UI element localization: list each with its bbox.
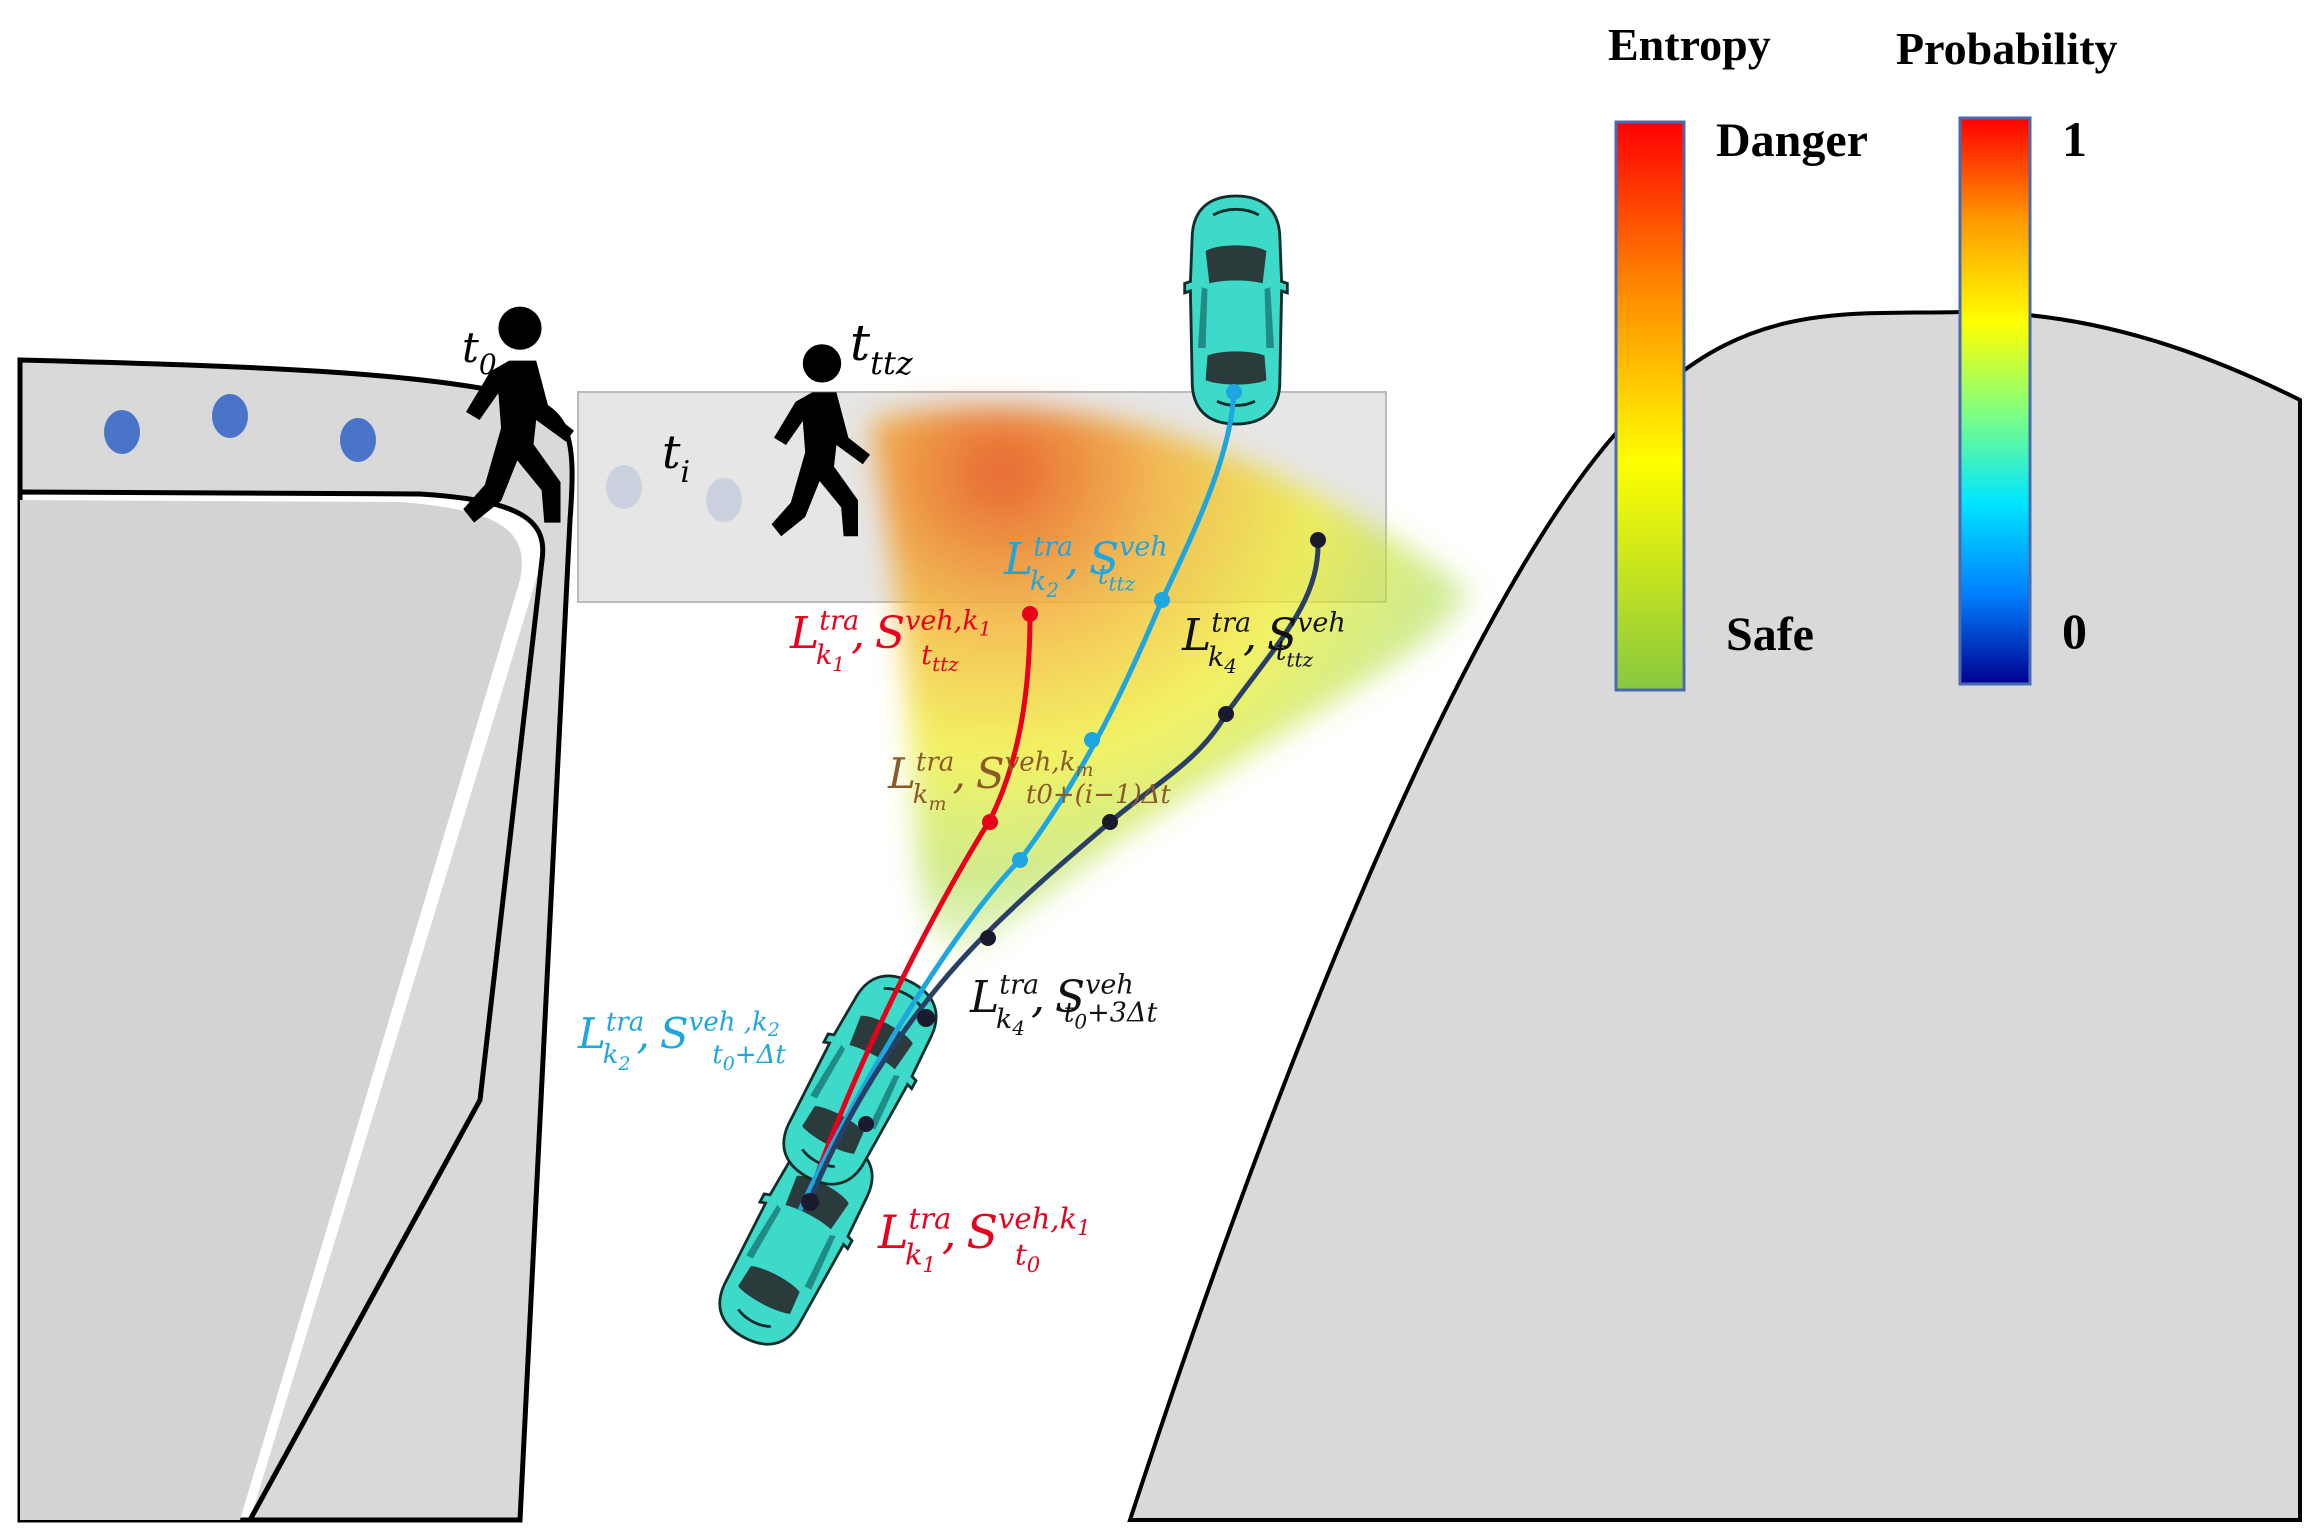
trajectory-k2 <box>797 389 1237 1212</box>
trajectory-points-k4 <box>801 532 1326 1211</box>
probability-legend: Probability 1 0 <box>1896 23 2118 686</box>
label-tttz: tttz <box>850 314 914 382</box>
entropy-legend-top: Danger <box>1716 114 1868 167</box>
trajectory-points-k2 <box>1012 384 1242 868</box>
trajectory-points-k1 <box>982 606 1038 830</box>
left-inner-block <box>17 489 546 1523</box>
entropy-legend-bottom: Safe <box>1726 608 1814 661</box>
trajectory-k1 <box>805 613 1033 1201</box>
probability-legend-top: 1 <box>2062 111 2087 167</box>
entropy-colorbar <box>1614 120 1686 692</box>
entropy-legend-title: Entropy <box>1608 19 1771 70</box>
probability-legend-title: Probability <box>1896 23 2118 74</box>
label-ti: ti <box>662 425 690 490</box>
vehicle-icon <box>762 957 958 1203</box>
probability-colorbar <box>1958 116 2032 686</box>
entropy-legend: Entropy Danger Safe <box>1608 19 1868 692</box>
probability-legend-bottom: 0 <box>2062 603 2087 659</box>
label-t0: t0 <box>462 323 497 381</box>
